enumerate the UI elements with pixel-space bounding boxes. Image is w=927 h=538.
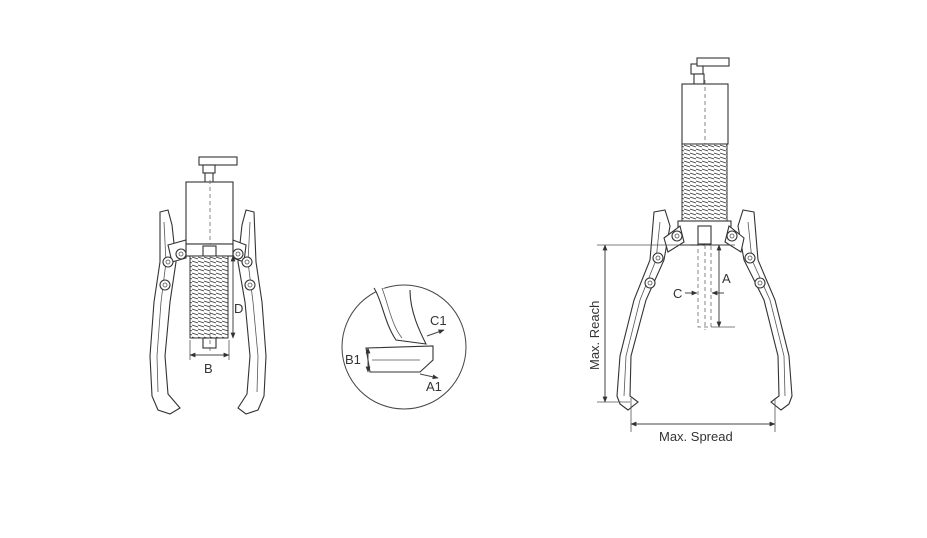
dim-b-label: B: [204, 361, 213, 376]
dim-a1-label: A1: [426, 379, 442, 394]
dim-d-label: D: [234, 301, 243, 316]
dim-b1-label: B1: [345, 352, 361, 367]
dim-c-label: C: [673, 286, 682, 301]
left-puller-drawing: D B: [149, 156, 267, 415]
dim-c1-label: C1: [430, 313, 447, 328]
cylinder: [185, 181, 234, 245]
threaded-screw: [681, 143, 728, 222]
handle-icon: [198, 156, 238, 184]
jaw-detail-drawing: C1 B1 A1: [341, 284, 467, 410]
right-puller-drawing: A C Max. Reach Max. Spread: [587, 57, 793, 444]
cylinder: [681, 83, 729, 145]
handle-icon: [690, 57, 730, 85]
threaded-screw: [189, 255, 229, 339]
dim-a-label: A: [722, 271, 731, 286]
right-arm: [737, 209, 793, 411]
dim-max-reach-label: Max. Reach: [587, 301, 602, 370]
dim-max-spread-label: Max. Spread: [659, 429, 733, 444]
